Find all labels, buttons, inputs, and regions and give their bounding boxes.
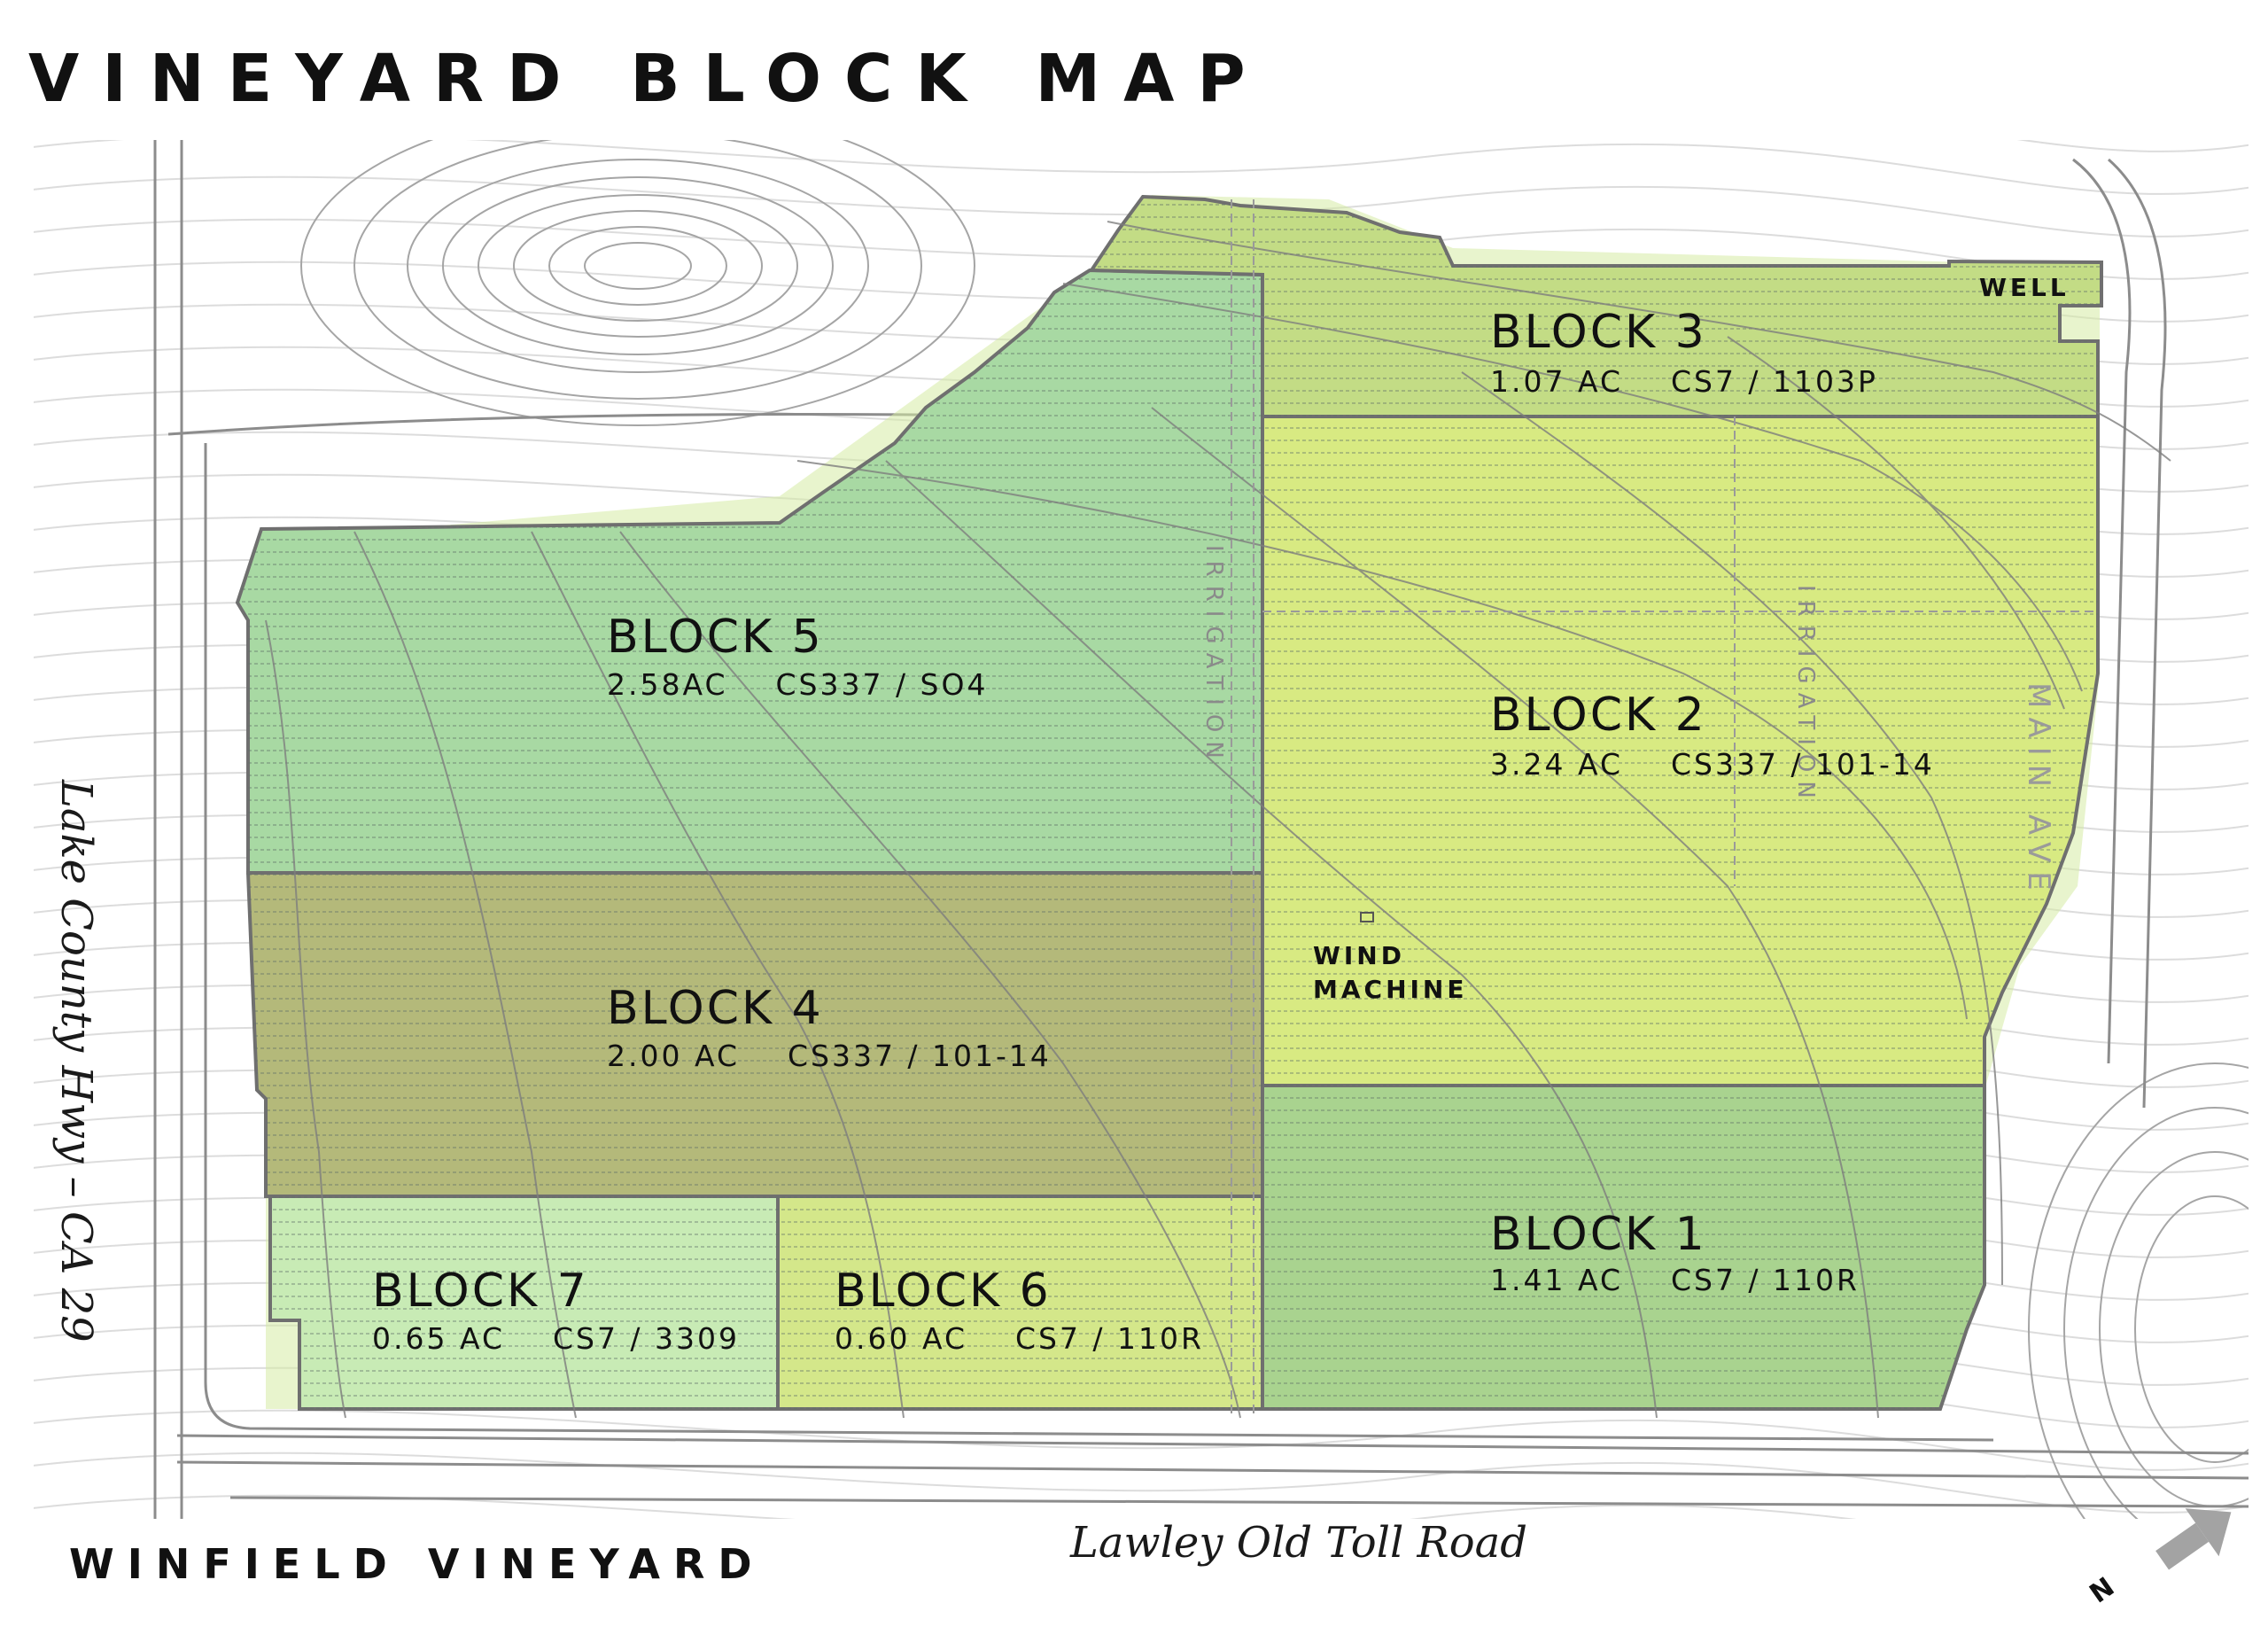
block-7-name: BLOCK 7 (372, 1265, 589, 1318)
block-5-info: 2.58AC CS337 / SO4 (607, 667, 988, 702)
map-title: VINEYARD BLOCK MAP (28, 41, 1269, 117)
contour-line (34, 1452, 2249, 1514)
contour-line (34, 140, 2249, 196)
vine-rows (237, 197, 2101, 1409)
block-3-name: BLOCK 3 (1490, 306, 1707, 359)
main-ave-label: MAIN AVE (2021, 682, 2056, 899)
road-label-bottom: Lawley Old Toll Road (1070, 1518, 1527, 1568)
wind-machine-icon (1360, 912, 1374, 922)
block-7-info: 0.65 AC CS7 / 3309 (372, 1321, 740, 1356)
north-arrow (2155, 1508, 2232, 1570)
block-3-info: 1.07 AC CS7 / 1103P (1490, 364, 1878, 399)
hill-contours-se (2028, 1062, 2249, 1519)
irrigation-label-1: IRRIGATION (1200, 545, 1227, 767)
block-1-name: BLOCK 1 (1490, 1208, 1707, 1261)
road-label-left: Lake County Hwy – CA 29 (51, 780, 101, 1343)
road-lines (153, 140, 2249, 1519)
contour-line (2016, 140, 2249, 153)
block-labels: BLOCK 1 1.41 AC CS7 / 110R BLOCK 2 3.24 … (372, 306, 1935, 1356)
irrigation-label-2: IRRIGATION (1792, 585, 1819, 807)
block-2-name: BLOCK 2 (1490, 689, 1707, 742)
irrigation-lines (1231, 199, 2098, 1413)
wind-machine-label-2: MACHINE (1313, 975, 1468, 1004)
block-5-name: BLOCK 5 (607, 611, 824, 664)
block-2-info: 3.24 AC CS337 / 101-14 (1490, 747, 1935, 782)
block-4-info: 2.00 AC CS337 / 101-14 (607, 1039, 1052, 1073)
block-6-name: BLOCK 6 (835, 1265, 1052, 1318)
well-label: WELL (1979, 273, 2070, 302)
hill-contours (300, 140, 975, 426)
block-6-info: 0.60 AC CS7 / 110R (835, 1321, 1204, 1356)
block-1-info: 1.41 AC CS7 / 110R (1490, 1263, 1860, 1297)
block-4-name: BLOCK 4 (607, 982, 824, 1035)
wind-machine-label-1: WIND (1313, 941, 1405, 970)
north-label: N (2085, 1569, 2124, 1609)
vineyard-name: WINFIELD VINEYARD (69, 1540, 765, 1588)
